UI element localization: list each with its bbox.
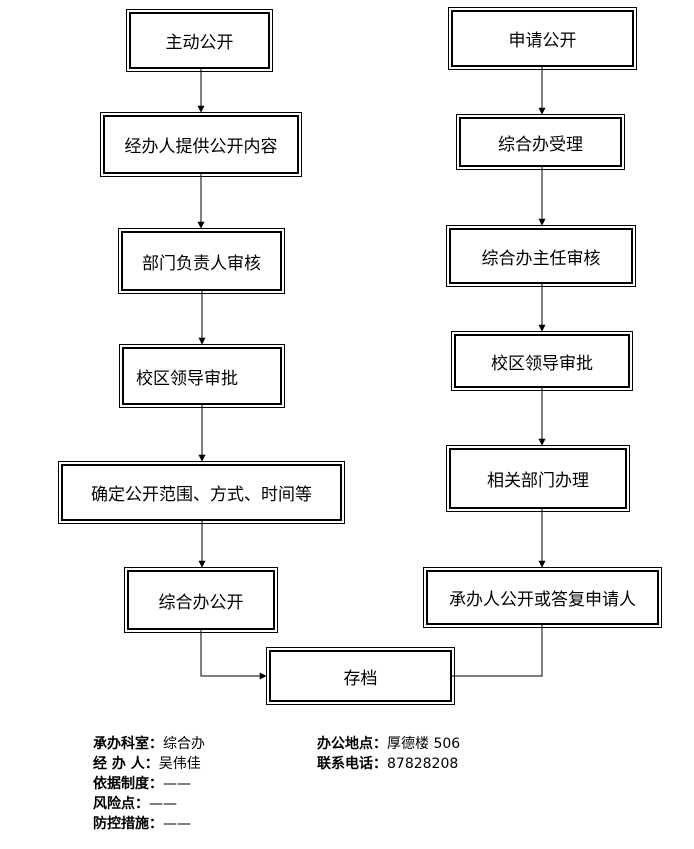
flow-box-label: 经办人提供公开内容 bbox=[124, 137, 278, 157]
flow-box-label: 申请公开 bbox=[508, 31, 577, 51]
flow-box-label: 确定公开范围、方式、时间等 bbox=[91, 485, 312, 505]
info-block-left: 承办科室：综合办 经 办 人：吴伟佳 依据制度：—— 风险点：—— 防控措施：—… bbox=[93, 734, 205, 834]
flow-box-reply-applicant: 承办人公开或答复申请人 bbox=[423, 567, 662, 628]
info-row-control: 防控措施：—— bbox=[93, 816, 191, 832]
flow-box-dept-handle: 相关部门办理 bbox=[446, 445, 630, 512]
flow-box-provide-content: 经办人提供公开内容 bbox=[100, 112, 302, 177]
flow-box-label: 校区领导审批 bbox=[136, 368, 238, 389]
flow-box-campus-approval-left: 校区领导审批 bbox=[119, 344, 285, 408]
flow-box-label: 主动公开 bbox=[165, 33, 234, 53]
flow-box-determine-scope: 确定公开范围、方式、时间等 bbox=[58, 461, 345, 524]
flow-box-apply-disclosure: 申请公开 bbox=[448, 7, 637, 70]
arrow-left-to-archive bbox=[200, 630, 267, 680]
flow-box-label: 综合办受理 bbox=[498, 134, 583, 155]
flow-box-label: 部门负责人审核 bbox=[142, 253, 261, 274]
flow-box-label: 综合办主任审核 bbox=[481, 248, 601, 269]
flow-box-label: 承办人公开或答复申请人 bbox=[449, 590, 636, 610]
flow-box-director-review: 综合办主任审核 bbox=[446, 225, 636, 287]
flow-box-active-disclosure: 主动公开 bbox=[126, 9, 273, 72]
flow-box-archive: 存档 bbox=[266, 647, 455, 705]
flow-box-campus-approval-right: 校区领导审批 bbox=[451, 331, 633, 391]
info-row-phone: 联系电话：87828208 bbox=[317, 756, 459, 772]
flow-box-label: 综合办公开 bbox=[158, 592, 244, 613]
info-block-right: 办公地点：厚德楼 506 联系电话：87828208 bbox=[317, 734, 460, 774]
flow-box-label: 存档 bbox=[343, 668, 378, 689]
info-row-basis: 依据制度：—— bbox=[93, 776, 191, 792]
info-row-dept: 承办科室：综合办 bbox=[93, 736, 205, 752]
flow-box-dept-review: 部门负责人审核 bbox=[118, 228, 285, 294]
info-row-location: 办公地点：厚德楼 506 bbox=[317, 736, 461, 752]
flow-box-office-disclose: 综合办公开 bbox=[124, 567, 278, 633]
flow-box-office-accept: 综合办受理 bbox=[456, 114, 625, 170]
arrow-right-to-archive bbox=[443, 625, 543, 680]
flow-box-label: 校区领导审批 bbox=[491, 353, 593, 374]
info-row-handler: 经 办 人：吴伟佳 bbox=[93, 756, 201, 772]
info-row-risk: 风险点：—— bbox=[93, 796, 177, 812]
flow-box-label: 相关部门办理 bbox=[487, 471, 589, 491]
